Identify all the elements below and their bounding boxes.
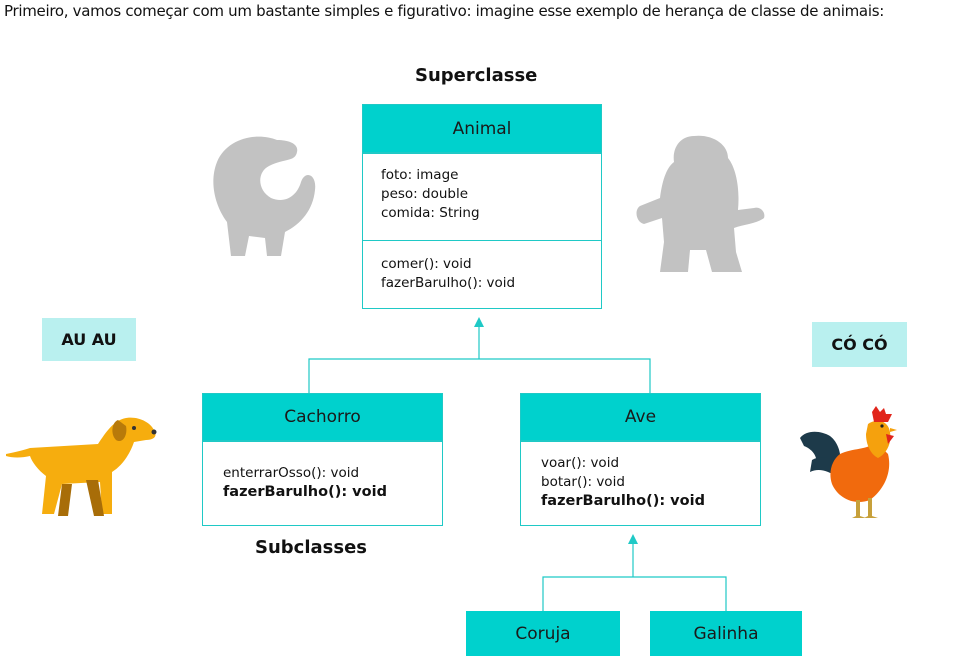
superclass-label: Superclasse [415,65,538,86]
cachorro-methods: enterrarOsso(): void fazerBarulho(): voi… [203,441,442,508]
cachorro-override-method: fazerBarulho(): void [223,484,387,500]
cachorro-class-box: Cachorro enterrarOsso(): void fazerBarul… [202,393,443,526]
animal-class-box: Animal foto: image peso: double comida: … [362,104,602,309]
animal-class-name: Animal [363,105,601,153]
coruja-class-box: Coruja [466,611,620,656]
rooster-sound-label: CÓ CÓ [812,322,907,367]
ave-method: voar(): void [541,455,620,471]
dinosaur-silhouette-icon [213,136,316,256]
ave-class-box: Ave voar(): void botar(): void fazerBaru… [520,393,761,526]
animal-method: comer(): void [381,256,472,272]
ave-override-method: fazerBarulho(): void [541,493,705,509]
cachorro-class-name: Cachorro [203,394,442,441]
arrow-to-animal [474,317,484,327]
animal-attribute: peso: double [381,186,469,202]
intro-text: Primeiro, vamos começar com um bastante … [4,2,884,20]
animal-attributes: foto: image peso: double comida: String [363,153,601,240]
cachorro-method: enterrarOsso(): void [223,465,360,481]
rooster-illustration-icon [800,406,897,518]
bigfoot-silhouette-icon [636,135,765,272]
dog-illustration-icon [6,417,157,516]
subclasses-label: Subclasses [255,537,367,558]
animal-method: fazerBarulho(): void [381,275,516,291]
dog-sound-label: AU AU [42,318,136,361]
animal-attribute: foto: image [381,167,459,183]
animal-methods: comer(): void fazerBarulho(): void [363,240,601,299]
galinha-class-box: Galinha [650,611,802,656]
ave-class-name: Ave [521,394,760,441]
arrow-to-ave [628,534,638,544]
animal-attribute: comida: String [381,205,480,221]
ave-methods: voar(): void botar(): void fazerBarulho(… [521,441,760,517]
ave-method: botar(): void [541,474,625,490]
